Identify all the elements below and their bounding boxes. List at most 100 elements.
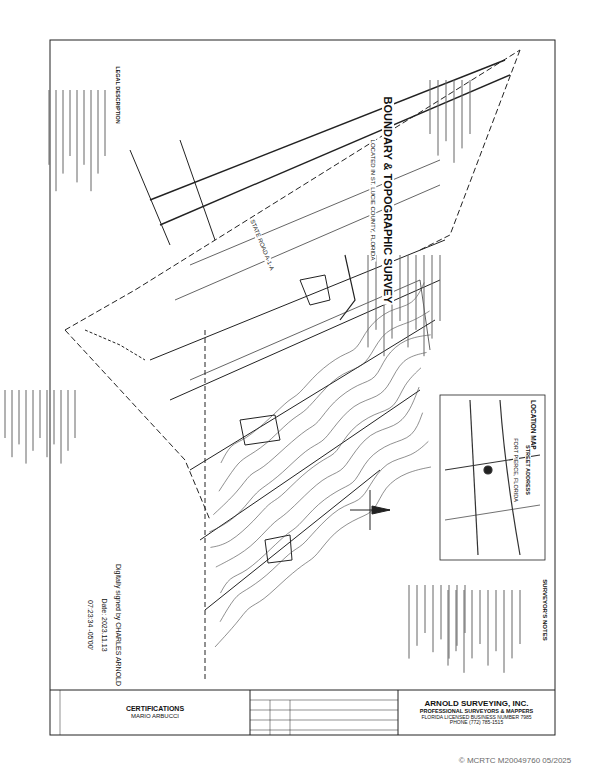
- title-block-line: [50, 690, 555, 691]
- road-edge: [150, 60, 505, 200]
- note-text-row: [512, 590, 513, 658]
- subtitle: LOCATED IN ST. LUCIE COUNTY, FLORIDA: [370, 139, 377, 262]
- contour-line: [216, 387, 419, 567]
- note-text-row: [68, 390, 69, 451]
- note-text-row: [84, 90, 85, 165]
- driveway: [340, 255, 355, 320]
- easement-line: [190, 160, 440, 265]
- note-text-row: [520, 590, 521, 644]
- north-arrow-head: [372, 506, 390, 514]
- contour-line: [219, 311, 430, 491]
- road-edge: [130, 150, 170, 245]
- box-text: PHONE (772) 785-1515: [450, 720, 503, 726]
- note-text-row: [440, 255, 441, 321]
- note-text-row: [75, 390, 76, 438]
- note-text-row: [70, 90, 71, 156]
- sheet-title: BOUNDARY & TOPOGRAPHIC SURVEY: [382, 96, 394, 305]
- note-text-row: [464, 590, 465, 673]
- note-text-row: [446, 80, 447, 141]
- note-text-row: [457, 585, 458, 646]
- note-text-row: [409, 585, 410, 659]
- note-text-row: [424, 255, 425, 356]
- revision-line: [250, 720, 398, 721]
- note-text-row: [368, 255, 369, 347]
- contour-line: [220, 441, 428, 621]
- note-text-row: [456, 590, 457, 651]
- north-arrow: [350, 490, 390, 530]
- revision-line: [250, 700, 398, 701]
- note-text-row: [63, 90, 64, 174]
- note-text-row: [49, 90, 50, 165]
- certification-box: CERTIFICATIONSMARIO ARBUCCI: [62, 692, 248, 733]
- note-text-row: [472, 590, 473, 658]
- firm-title-box: ARNOLD SURVEYING, INC.PROFESSIONAL SURVE…: [400, 692, 553, 733]
- title-block-line: [250, 690, 251, 735]
- watermark: © MCRTC M20049760 05/2025: [458, 757, 572, 766]
- note-text-row: [416, 255, 417, 330]
- box-heading: LOCATION MAP: [530, 399, 537, 451]
- revision-line: [270, 700, 271, 735]
- revision-line: [250, 710, 398, 711]
- signature-time: 07:23:34 -05'00': [86, 599, 94, 651]
- contour-line: [210, 368, 421, 548]
- contour-line: [209, 352, 426, 532]
- map-site-marker: [484, 466, 492, 474]
- note-text-row: [91, 90, 92, 191]
- contour-line: [213, 335, 430, 515]
- location-map-frame: [440, 395, 545, 560]
- contour-line: [220, 413, 422, 593]
- revision-line: [250, 730, 398, 731]
- notes-heading: SURVEYOR'S NOTES: [542, 578, 549, 641]
- note-text-row: [47, 390, 48, 457]
- signature-text: Digitally signed by CHARLES ARNOLD: [114, 563, 122, 687]
- structure-outline: [265, 535, 292, 563]
- note-text-row: [425, 585, 426, 633]
- note-text-row: [33, 390, 34, 451]
- building-outline: [300, 275, 330, 305]
- note-text-row: [462, 80, 463, 148]
- note-text-row: [26, 390, 27, 464]
- north-arrow-axis: [370, 490, 371, 530]
- note-text-row: [408, 255, 409, 347]
- box-text: MARIO ARBUCCI: [131, 713, 179, 720]
- legal-description-heading: LEGAL DESCRIPTION: [115, 65, 121, 125]
- note-text-row: [54, 390, 55, 444]
- note-text-row: [5, 390, 6, 438]
- note-text-row: [504, 590, 505, 673]
- road-edge: [180, 140, 215, 240]
- note-text-row: [454, 80, 455, 163]
- road-name: STATE ROAD A-1-A: [248, 218, 275, 273]
- structure-outline: [240, 415, 280, 445]
- note-text-row: [400, 255, 401, 321]
- note-text-row: [441, 585, 442, 639]
- revision-line: [290, 700, 291, 735]
- note-text-row: [376, 255, 377, 330]
- note-text-row: [438, 80, 439, 156]
- note-text-row: [465, 585, 466, 633]
- note-text-row: [480, 590, 481, 644]
- note-text-row: [448, 590, 449, 666]
- note-text-row: [19, 390, 20, 444]
- note-text-row: [470, 80, 471, 134]
- map-road: [470, 400, 478, 555]
- note-text-row: [449, 585, 450, 659]
- address-heading: STREET ADDRESS: [525, 444, 531, 496]
- note-text-row: [417, 585, 418, 646]
- title-block-line: [60, 690, 61, 735]
- note-text-row: [488, 590, 489, 666]
- section-line: [205, 330, 206, 680]
- note-text-row: [56, 90, 57, 191]
- address-text: FORT PIERCE, FLORIDA: [513, 437, 519, 503]
- note-text-row: [430, 80, 431, 134]
- sheet-border: [50, 40, 555, 735]
- contour-line: [215, 467, 431, 647]
- note-text-row: [40, 390, 41, 438]
- boundary-line: [65, 330, 210, 520]
- boundary-line: [65, 50, 520, 330]
- road-edge: [160, 75, 510, 225]
- note-text-row: [98, 90, 99, 174]
- note-text-row: [496, 590, 497, 651]
- lot-line: [190, 320, 435, 470]
- map-road: [500, 400, 520, 555]
